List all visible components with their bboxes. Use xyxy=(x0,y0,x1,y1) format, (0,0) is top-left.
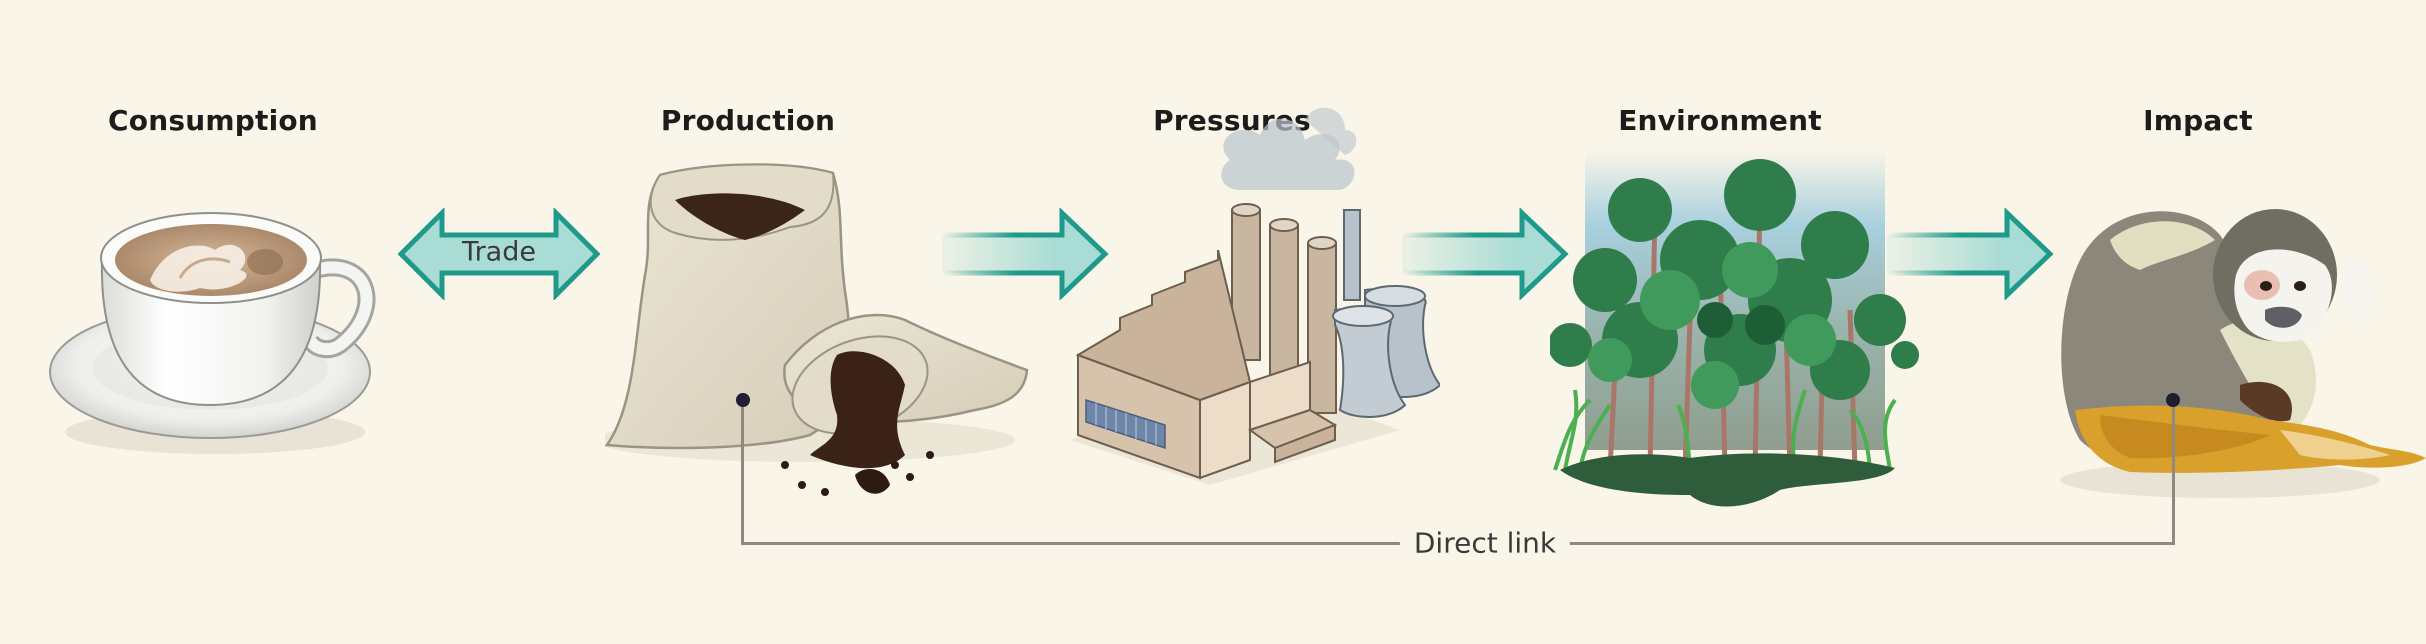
factory-icon xyxy=(1070,107,1440,485)
direct-link-line-impact xyxy=(2172,400,2175,545)
direct-link-line-production xyxy=(741,400,744,545)
stage-title-impact: Impact xyxy=(2143,104,2253,137)
stage-title-production: Production xyxy=(660,104,836,137)
direct-link-dot-impact xyxy=(2166,393,2180,407)
direct-link-label: Direct link xyxy=(1399,526,1571,560)
stage-title-consumption: Consumption xyxy=(108,104,318,137)
coffee-cup-icon xyxy=(49,212,376,454)
trade-double-arrow xyxy=(398,208,600,300)
stage-title-environment: Environment xyxy=(1618,104,1822,137)
trade-label: Trade xyxy=(462,236,536,268)
coffee-sacks-icon xyxy=(605,163,1029,496)
arrow-environment-to-impact xyxy=(1885,208,2054,300)
monkey-icon xyxy=(2060,209,2426,498)
direct-link-dot-production xyxy=(736,393,750,407)
arrow-production-to-pressures xyxy=(940,208,1109,300)
arrow-pressures-to-environment xyxy=(1400,208,1569,300)
forest-icon xyxy=(1550,150,1919,507)
